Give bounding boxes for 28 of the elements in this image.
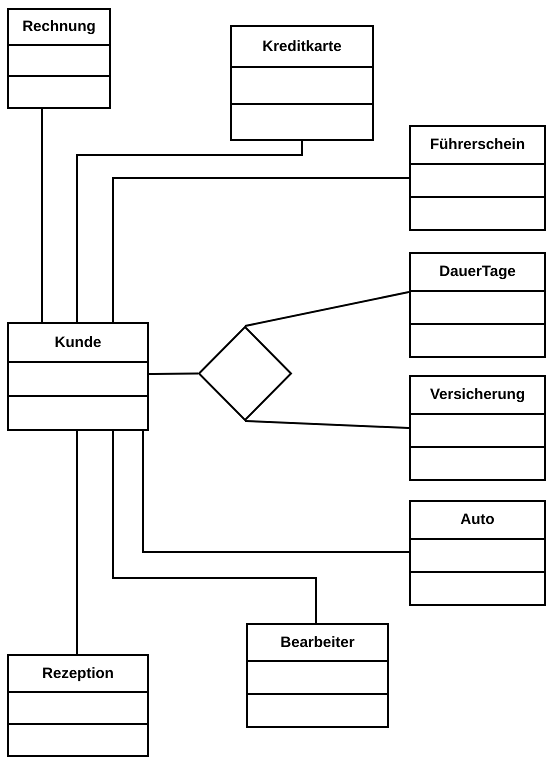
connector-line	[76, 431, 78, 654]
class-name: Rezeption	[42, 664, 114, 682]
connector-line	[112, 177, 409, 322]
class-box	[409, 375, 546, 481]
class-name: Rechnung	[22, 18, 96, 36]
class-box	[7, 8, 111, 109]
connector-line	[112, 431, 317, 623]
connector-line	[142, 431, 409, 553]
class-box	[409, 252, 546, 358]
class-box	[7, 322, 149, 431]
connector-line	[41, 109, 43, 322]
class-name: Versicherung	[430, 386, 526, 404]
class-name: DauerTage	[439, 263, 516, 280]
connector-line	[244, 291, 410, 327]
connector-line	[244, 420, 410, 429]
class-box	[230, 25, 374, 141]
class-name: Kunde	[54, 334, 102, 351]
class-box	[409, 125, 546, 231]
class-name: Kreditkarte	[262, 38, 342, 56]
class-name: Bearbeiter	[280, 634, 355, 652]
class-box	[246, 623, 389, 728]
class-name: Führerschein	[430, 136, 526, 154]
class-box	[409, 500, 546, 606]
relationship-diamond	[198, 326, 292, 421]
connector-line	[76, 141, 303, 322]
connector-line	[148, 372, 198, 375]
class-box	[7, 654, 149, 757]
class-name: Auto	[460, 511, 495, 528]
